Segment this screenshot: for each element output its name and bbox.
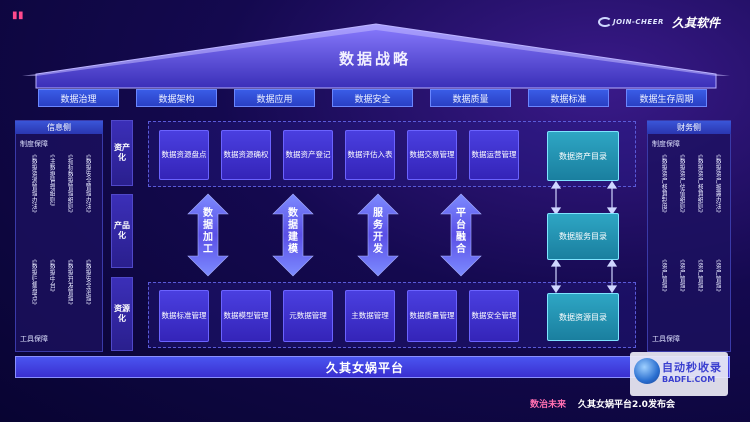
asset-box: 数据运营管理: [469, 130, 519, 180]
roof-shape: [22, 23, 730, 89]
brand-mark-icon: [598, 17, 612, 27]
arrow-label-service-dev: 服务开发: [373, 208, 383, 255]
footer-left-text: 数治未来: [530, 400, 567, 410]
right-policy-item: 《数据资产估值细则》: [678, 151, 685, 216]
left-tool-item: 《数据归集盘点》: [30, 256, 37, 308]
right-panel: [647, 120, 731, 352]
resource-box: 数据质量管理: [407, 290, 457, 342]
right-tool-item: 《资产管理》: [714, 256, 721, 295]
watermark-en: BADFL.COM: [662, 375, 716, 384]
right-tool-item: 《资产管理》: [660, 256, 667, 295]
watermark-cn: 自动秒收录: [662, 361, 722, 374]
right-tool-label: 工具保障: [652, 335, 680, 343]
top-item-architecture: 数据架构: [136, 89, 217, 107]
left-policy-item: 《数据资源管理办法》: [30, 151, 37, 216]
left-tool-item: 《数据开发管理》: [66, 256, 73, 308]
left-policy-item: 《指标数据管理细则》: [66, 151, 73, 216]
left-panel: [15, 120, 103, 352]
brand-logo-cn: 久其软件: [672, 16, 721, 30]
asset-catalog-box: 数据资产目录: [547, 131, 619, 181]
asset-box: 数据资源确权: [221, 130, 271, 180]
service-catalog-box: 数据服务目录: [547, 213, 619, 260]
row-label-assetization: 资产化: [111, 120, 133, 186]
resource-box: 主数据管理: [345, 290, 395, 342]
left-tool-label: 工具保障: [20, 335, 48, 343]
asset-box: 数据交易管理: [407, 130, 457, 180]
resource-box: 数据安全管理: [469, 290, 519, 342]
resource-box: 数据标准管理: [159, 290, 209, 342]
diagram-title: 数据战略: [338, 50, 411, 68]
top-item-governance: 数据治理: [38, 89, 119, 107]
asset-box: 数据评估入表: [345, 130, 395, 180]
platform-bar: 久其女娲平台: [15, 356, 730, 378]
left-policy-item: 《主数据管理细则》: [48, 151, 55, 210]
arrow-label-modeling: 数据建模: [288, 208, 298, 255]
resource-box: 数据模型管理: [221, 290, 271, 342]
resource-catalog-box: 数据资源目录: [547, 293, 619, 341]
right-panel-header: 财务侧: [647, 121, 731, 134]
top-item-standard: 数据标准: [528, 89, 609, 107]
arrow-label-platform-fusion: 平台融合: [456, 208, 466, 255]
left-policy-label: 制度保障: [20, 140, 48, 148]
event-logo: ▮▮: [12, 10, 25, 21]
asset-box: 数据资产登记: [283, 130, 333, 180]
row-label-productization: 产品化: [111, 194, 133, 268]
top-item-quality: 数据质量: [430, 89, 511, 107]
watermark: 自动秒收录 BADFL.COM: [630, 352, 728, 396]
left-policy-item: 《数据安全管理办法》: [84, 151, 91, 216]
footer-right-text: 久其女娲平台2.0发布会: [578, 400, 675, 410]
brand-logo-en: JOIN-CHEER: [613, 18, 664, 26]
right-policy-item: 《数据资产披露办法》: [714, 151, 721, 216]
row-label-resourcization: 资源化: [111, 277, 133, 351]
right-tool-item: 《资产管理》: [678, 256, 685, 295]
right-policy-item: 《数据资产核算制度》: [660, 151, 667, 216]
asset-box: 数据资源盘点: [159, 130, 209, 180]
left-tool-item: 《数据中台》: [48, 256, 55, 295]
top-item-application: 数据应用: [234, 89, 315, 107]
right-policy-label: 制度保障: [652, 140, 680, 148]
globe-icon: [634, 358, 660, 384]
right-policy-item: 《数据资产核算细则》: [696, 151, 703, 216]
top-item-lifecycle: 数据生存周期: [626, 89, 707, 107]
right-tool-item: 《资产管理》: [696, 256, 703, 295]
left-tool-item: 《数据安全治理》: [84, 256, 91, 308]
arrow-label-processing: 数据加工: [203, 208, 213, 255]
top-item-security: 数据安全: [332, 89, 413, 107]
left-panel-header: 信息侧: [15, 121, 103, 134]
resource-box: 元数据管理: [283, 290, 333, 342]
